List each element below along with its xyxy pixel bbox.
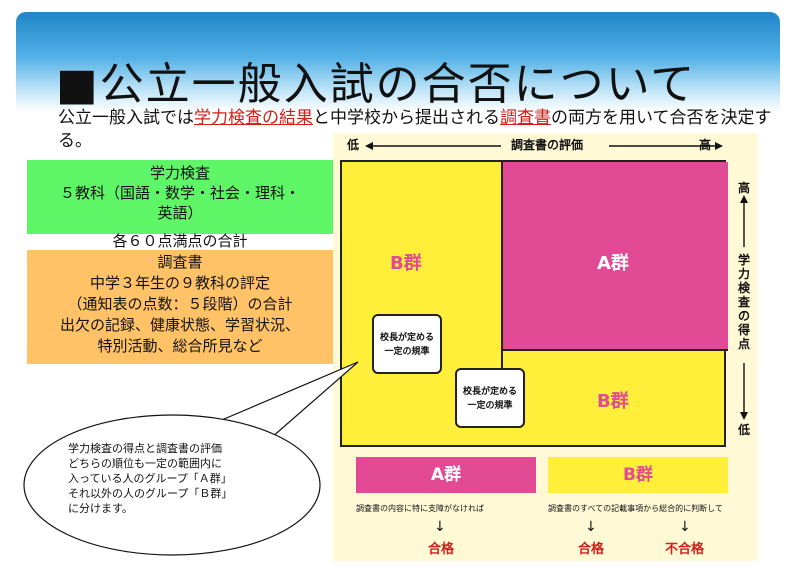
intro-text-3: の両方を用いて合否を決定する。 bbox=[58, 108, 772, 151]
a-pass-arrow: ↓ bbox=[434, 519, 446, 535]
chosasho-title: 調査書 bbox=[157, 253, 203, 271]
axis-low-label: 低 bbox=[347, 138, 360, 152]
b-fail-result: 不合格 bbox=[665, 542, 705, 557]
bubble-line-4: それ以外の人のグループ「Ｂ群」 bbox=[68, 487, 233, 500]
a-group-label: A群 bbox=[597, 253, 629, 274]
axis-high-label: 高 bbox=[699, 138, 712, 152]
divider-line bbox=[501, 347, 503, 387]
intro-text-2: と中学校から提出される bbox=[313, 108, 500, 128]
b-group-note: 調査書のすべての記載事項から総合的に判断して bbox=[548, 504, 723, 513]
a-group-result-box: A群 bbox=[356, 457, 536, 493]
top-axis-label: 調査書の評価 bbox=[511, 138, 584, 152]
side-char-4: 査 bbox=[737, 295, 750, 309]
b-group-top-label: B群 bbox=[390, 253, 422, 274]
bubble-line-3: 入っている人のグループ「Ａ群」 bbox=[68, 472, 232, 485]
chosasho-line2: （通知表の点数：５段階）の合計 bbox=[67, 295, 293, 313]
b-group-bottom-label: B群 bbox=[597, 391, 629, 412]
intro-text-1: 公立一般入試では bbox=[58, 108, 194, 128]
gakuryoku-line2: 英語） bbox=[157, 204, 203, 222]
side-axis-label: 学 力 検 査 の 得 点 bbox=[735, 253, 753, 351]
group-grid: B群 A群 B群 校長が定める 一定の規準 校長が定める 一定の規準 bbox=[340, 160, 728, 447]
side-char-6: 得 bbox=[737, 323, 750, 337]
gakuryoku-title: 学力検査 bbox=[149, 164, 210, 182]
rule-box-1: 校長が定める 一定の規準 bbox=[372, 314, 442, 374]
chosasho-line3: 出欠の記録、健康状態、学習状況、 bbox=[59, 316, 300, 334]
slide-title: ■公立一般入試の合否について bbox=[56, 59, 697, 110]
title-background bbox=[16, 12, 780, 112]
side-char-1: 学 bbox=[737, 253, 750, 267]
gakuryoku-line1: ５教科（国語・数学・社会・理科・ bbox=[59, 184, 300, 202]
highlight-gakuryoku: 学力検査の結果 bbox=[194, 108, 313, 128]
b-group-result-box: B群 bbox=[548, 457, 728, 493]
side-char-5: の bbox=[737, 309, 750, 323]
highlight-chosasho: 調査書 bbox=[500, 108, 551, 128]
gakuryoku-total: 各６０点満点の合計 bbox=[112, 232, 248, 250]
side-char-3: 検 bbox=[737, 281, 750, 295]
rule-box-2-line1: 校長が定める bbox=[462, 387, 517, 397]
side-axis-arrow bbox=[740, 195, 748, 420]
side-low-label: 低 bbox=[738, 423, 751, 437]
a-group-note: 調査書の内容に特に支障がなければ bbox=[356, 504, 484, 513]
side-high-label: 高 bbox=[738, 181, 751, 195]
bubble-line-5: に分けます。 bbox=[68, 502, 133, 515]
bubble-line-1: 学力検査の得点と調査書の評価 bbox=[68, 442, 222, 455]
b-pass-arrow: ↓ bbox=[585, 519, 597, 535]
side-char-7: 点 bbox=[737, 337, 750, 351]
bubble-line-2: どちらの順位も一定の範囲内に bbox=[68, 457, 222, 470]
rule-box-2-line2: 一定の規準 bbox=[467, 401, 513, 411]
b-fail-arrow: ↓ bbox=[679, 519, 691, 535]
rule-box-2: 校長が定める 一定の規準 bbox=[455, 368, 525, 428]
rule-box-1-line2: 一定の規準 bbox=[384, 347, 430, 357]
intro-text: 公立一般入試では学力検査の結果と中学校から提出される調査書の両方を用いて合否を決… bbox=[58, 107, 778, 153]
chosasho-box: 調査書 中学３年生の９教科の評定 （通知表の点数：５段階）の合計 出欠の記録、健… bbox=[27, 250, 333, 364]
gakuryoku-box: 学力検査 ５教科（国語・数学・社会・理科・ 英語） bbox=[27, 160, 333, 234]
bubble-text: 学力検査の得点と調査書の評価 どちらの順位も一定の範囲内に 入っている人のグルー… bbox=[68, 441, 268, 516]
a-group-area bbox=[501, 162, 728, 351]
a-pass-result: 合格 bbox=[428, 542, 455, 557]
chosasho-line1: 中学３年生の９教科の評定 bbox=[89, 274, 270, 292]
b-pass-result: 合格 bbox=[578, 542, 605, 557]
chosasho-line4: 特別活動、総合所見など bbox=[97, 337, 263, 355]
side-char-2: 力 bbox=[737, 267, 750, 281]
rule-box-1-line1: 校長が定める bbox=[379, 333, 434, 343]
selection-diagram: 低 調査書の評価 高 B群 A群 B群 校長が定める 一定の規準 校長が定める … bbox=[333, 133, 758, 561]
top-axis-arrow bbox=[365, 142, 723, 150]
